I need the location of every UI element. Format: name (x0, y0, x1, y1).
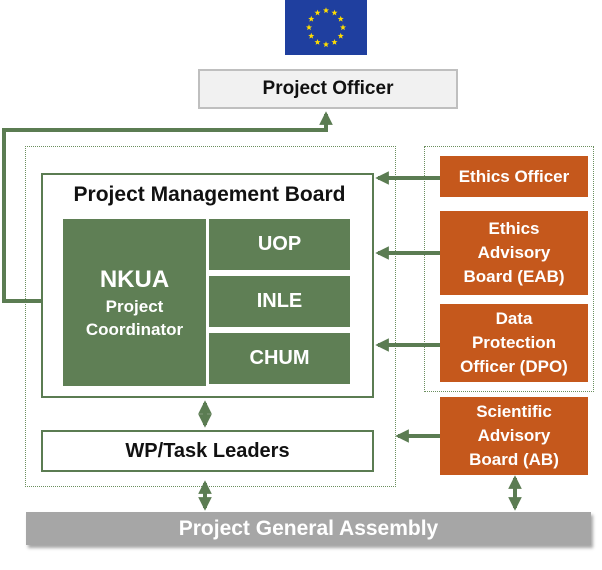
ethics-advisory-board-label: Ethics Advisory Board (EAB) (463, 219, 565, 286)
scientific-advisory-board-label: Scientific Advisory Board (AB) (469, 402, 559, 469)
partner-label: UOP (257, 233, 302, 255)
data-protection-officer-label: Data Protection Officer (DPO) (460, 309, 568, 376)
partner-label: INLE (256, 290, 303, 312)
eu-star-icon (337, 15, 344, 22)
coordinator-box: NKUA Project Coordinator (63, 219, 206, 386)
scientific-advisory-board-box: Scientific Advisory Board (AB) (440, 397, 588, 475)
coordinator-name: NKUA (99, 265, 170, 293)
ethics-officer-box: Ethics Officer (440, 156, 588, 197)
eu-star-icon (308, 15, 315, 22)
eu-star-icon (337, 32, 344, 39)
data-protection-officer-box: Data Protection Officer (DPO) (440, 304, 588, 382)
ethics-officer-label: Ethics Officer (458, 166, 570, 186)
coordinator-role-line2: Coordinator (85, 319, 184, 339)
eu-star-icon (331, 39, 338, 45)
ethics-advisory-board-box: Ethics Advisory Board (EAB) (440, 211, 588, 295)
eu-star-icon (314, 9, 321, 16)
partner-box-inle: INLE (209, 276, 350, 327)
eu-star-icon (308, 32, 315, 39)
eu-star-icon (339, 24, 347, 31)
eu-star-icon (314, 39, 321, 45)
partner-box-chum: CHUM (209, 333, 350, 384)
coordinator-role-line1: Project (105, 296, 164, 316)
project-officer-box: Project Officer (198, 69, 458, 109)
project-general-assembly-label: Project General Assembly (178, 516, 439, 540)
partner-label: CHUM (249, 347, 310, 369)
eu-star-icon (322, 41, 330, 48)
eu-flag-icon (285, 0, 367, 55)
project-general-assembly-bar: Project General Assembly (26, 512, 591, 545)
eu-stars (305, 7, 347, 48)
ethics-group-border (424, 146, 594, 392)
wp-task-leaders-box: WP/Task Leaders (41, 430, 374, 472)
project-officer-label: Project Officer (262, 78, 394, 99)
pmb-title: Project Management Board (73, 183, 346, 206)
eu-star-icon (331, 9, 338, 16)
partner-box-uop: UOP (209, 219, 350, 270)
eu-star-icon (322, 7, 330, 14)
eu-star-icon (305, 24, 313, 31)
wp-task-leaders-label: WP/Task Leaders (125, 439, 290, 462)
coordinator-to-officer-connector (2, 111, 333, 303)
